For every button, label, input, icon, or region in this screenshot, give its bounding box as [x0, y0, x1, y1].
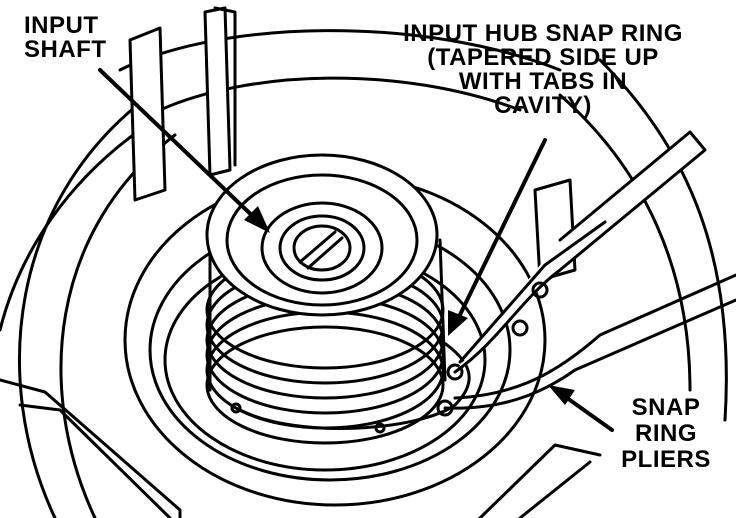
input-hub-snap-ring — [230, 338, 471, 434]
clutch-drum-rings — [123, 173, 547, 507]
pliers-label-line-2: RING — [635, 420, 697, 447]
snap-ring-pliers — [443, 130, 736, 410]
snap-ring-label-line-1: INPUT HUB SNAP RING — [403, 20, 683, 47]
snap-ring-arrow — [453, 138, 547, 327]
snap-ring-pliers-label: SNAP RING PLIERS — [612, 395, 720, 473]
input-hub-snap-ring-label: INPUT HUB SNAP RING (TAPERED SIDE UP WIT… — [378, 22, 708, 118]
pliers-label-line-1: SNAP — [631, 394, 701, 421]
input-shaft-arrow — [98, 68, 264, 227]
callout-arrows — [98, 68, 614, 432]
snap-ring-label-line-3: WITH TABS IN — [458, 68, 628, 95]
input-shaft-label-line-2: SHAFT — [24, 36, 107, 63]
transmission-case — [0, 6, 728, 518]
snap-ring-label-line-2: (TAPERED SIDE UP — [427, 44, 659, 71]
input-shaft-label: INPUT SHAFT — [24, 14, 107, 62]
input-hub — [205, 153, 439, 317]
snap-ring-label-line-4: CAVITY) — [494, 92, 592, 119]
pliers-label-line-3: PLIERS — [621, 446, 711, 473]
input-shaft-label-line-1: INPUT — [24, 12, 99, 39]
